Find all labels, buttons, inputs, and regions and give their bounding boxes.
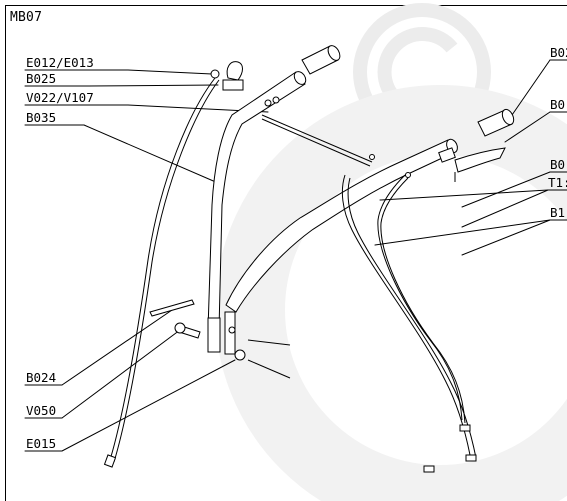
lower-bracket: [207, 311, 291, 379]
cable-ends: [103, 424, 477, 473]
left-grip: [301, 45, 341, 75]
drawing-frame: [5, 5, 567, 501]
callout-b024: B024: [26, 370, 57, 385]
copyright-watermark: [215, 3, 567, 501]
pin: [149, 299, 195, 317]
callout-e012-e013: E012/E013: [26, 55, 94, 70]
bolt: [174, 322, 201, 339]
callout-b035: B035: [26, 110, 57, 125]
callout-e015: E015: [26, 436, 57, 451]
callout-b0-lower: B0: [550, 157, 566, 172]
callout-b025: B025: [26, 71, 57, 86]
sheet-id: MB07: [10, 10, 43, 25]
control-cables: [109, 77, 477, 463]
callout-v050: V050: [26, 403, 57, 418]
fasteners: [264, 96, 411, 178]
left-clamp: [210, 61, 244, 91]
left-handle-tube: [207, 71, 307, 331]
right-lever: [438, 147, 506, 182]
callout-b0-upper: B0: [550, 97, 566, 112]
callout-b02: B02: [550, 45, 567, 60]
callout-v022-v107: V022/V107: [26, 90, 94, 105]
right-grip: [477, 108, 515, 137]
callout-t1: T1:: [548, 175, 567, 190]
callout-b1: B1: [550, 205, 566, 220]
